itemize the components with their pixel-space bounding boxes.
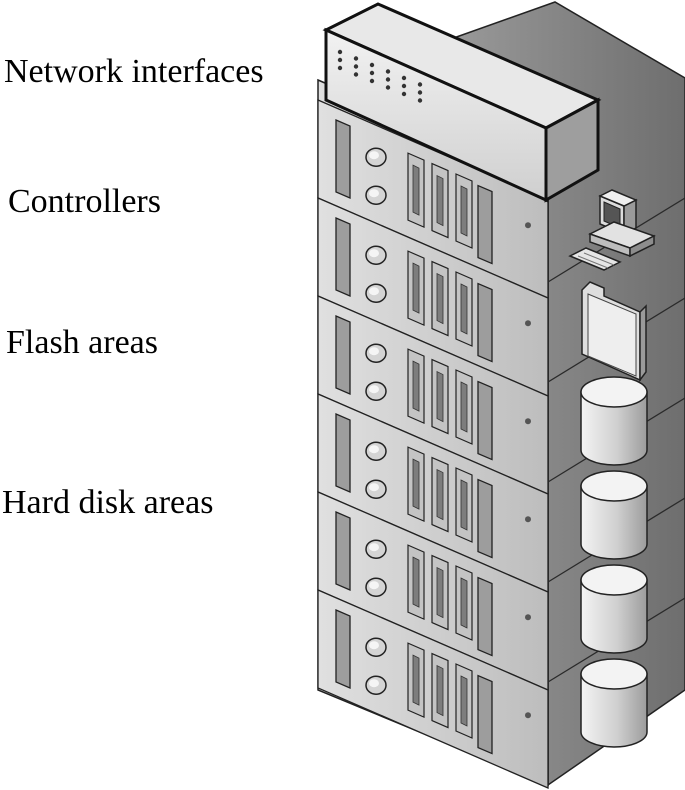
disk-body — [580, 579, 648, 654]
drive-slot-inner — [412, 164, 420, 216]
label-controllers: Controllers — [8, 183, 161, 220]
drive-slot-inner — [412, 262, 420, 314]
shelf-screw — [525, 516, 531, 523]
drive-slot-inner — [412, 360, 420, 412]
shelf-knob-highlight — [369, 543, 379, 552]
disk-cylinder-icon — [580, 470, 648, 560]
drive-slot-inner — [436, 566, 444, 619]
drive-slot-inner — [436, 370, 444, 423]
controller-shelf — [317, 491, 549, 691]
shelf-knob-highlight — [369, 249, 379, 258]
disk-top — [580, 376, 648, 408]
controller-shelf — [317, 589, 549, 789]
network-port-leds — [337, 49, 423, 103]
disk-top — [580, 658, 648, 690]
computer-icon — [568, 189, 656, 271]
disk-cylinder-icon — [580, 564, 648, 654]
shelf-left-handle — [335, 119, 351, 199]
drive-slot-inner — [412, 458, 420, 510]
disk-top — [580, 564, 648, 596]
port-led — [353, 72, 359, 77]
port-led — [385, 77, 391, 82]
shelf-left-handle — [335, 217, 351, 297]
shelf-screw — [525, 222, 531, 229]
disk-cylinder-icon — [580, 658, 648, 748]
drive-slot-inner — [460, 381, 468, 433]
shelf-knob-highlight — [369, 445, 379, 454]
controller-shelf — [317, 197, 549, 397]
port-led — [401, 75, 407, 81]
drive-slot-inner — [436, 174, 444, 227]
port-led — [401, 91, 407, 97]
hard-disk-cylinders — [580, 376, 648, 748]
label-hard-disk-areas: Hard disk areas — [2, 484, 214, 521]
shelf-screw — [525, 712, 531, 719]
disk-body — [580, 391, 648, 466]
disk-top — [580, 470, 648, 502]
drive-slot-inner — [436, 664, 444, 717]
disk-cylinder-icon — [580, 376, 648, 466]
label-flash-areas: Flash areas — [6, 324, 159, 361]
controller-shelf — [317, 295, 549, 495]
shelf-left-handle — [335, 511, 351, 591]
shelf-right-handle — [477, 282, 493, 363]
drive-slot-inner — [460, 479, 468, 531]
shelf-knob-highlight — [369, 287, 379, 296]
shelf-knob-highlight — [369, 581, 379, 590]
port-led — [385, 85, 391, 90]
port-led — [417, 90, 423, 95]
drive-slot-inner — [460, 675, 468, 727]
port-led — [417, 98, 423, 103]
port-led — [401, 83, 407, 89]
network-switch-icon — [322, 2, 602, 203]
shelf-right-handle — [477, 478, 493, 559]
drive-slot-inner — [460, 283, 468, 335]
label-network-interfaces: Network interfaces — [4, 53, 264, 90]
port-led — [337, 65, 343, 71]
port-led — [417, 82, 423, 87]
shelf-knob-highlight — [369, 641, 379, 650]
controller-shelves — [317, 99, 549, 789]
port-led — [337, 49, 343, 55]
shelf-right-handle — [477, 674, 493, 755]
port-led — [369, 78, 375, 84]
flash-folder-icon — [581, 281, 647, 383]
shelf-right-handle — [477, 184, 493, 265]
drive-slot-inner — [460, 185, 468, 237]
shelf-knob-highlight — [369, 385, 379, 394]
port-led — [369, 62, 375, 68]
disk-body — [580, 673, 648, 748]
drive-slot-inner — [436, 468, 444, 521]
shelf-screw — [525, 418, 531, 425]
shelf-screw — [525, 320, 531, 327]
shelf-left-handle — [335, 315, 351, 395]
port-led — [369, 70, 375, 76]
shelf-knob-highlight — [369, 347, 379, 356]
shelf-knob-highlight — [369, 151, 379, 160]
port-led — [385, 69, 391, 74]
port-led — [337, 57, 343, 63]
drive-slot-inner — [412, 654, 420, 706]
shelf-right-handle — [477, 380, 493, 461]
shelf-left-handle — [335, 609, 351, 689]
shelf-right-handle — [477, 576, 493, 657]
controller-shelf — [317, 393, 549, 593]
shelf-knob-highlight — [369, 483, 379, 492]
shelf-screw — [525, 614, 531, 621]
port-led — [353, 64, 359, 69]
port-led — [353, 56, 359, 61]
drive-slot-inner — [436, 272, 444, 325]
shelf-knob-highlight — [369, 679, 379, 688]
shelf-knob-highlight — [369, 189, 379, 198]
drive-slot-inner — [460, 577, 468, 629]
drive-slot-inner — [412, 556, 420, 608]
shelf-left-handle — [335, 413, 351, 493]
disk-body — [580, 485, 648, 560]
